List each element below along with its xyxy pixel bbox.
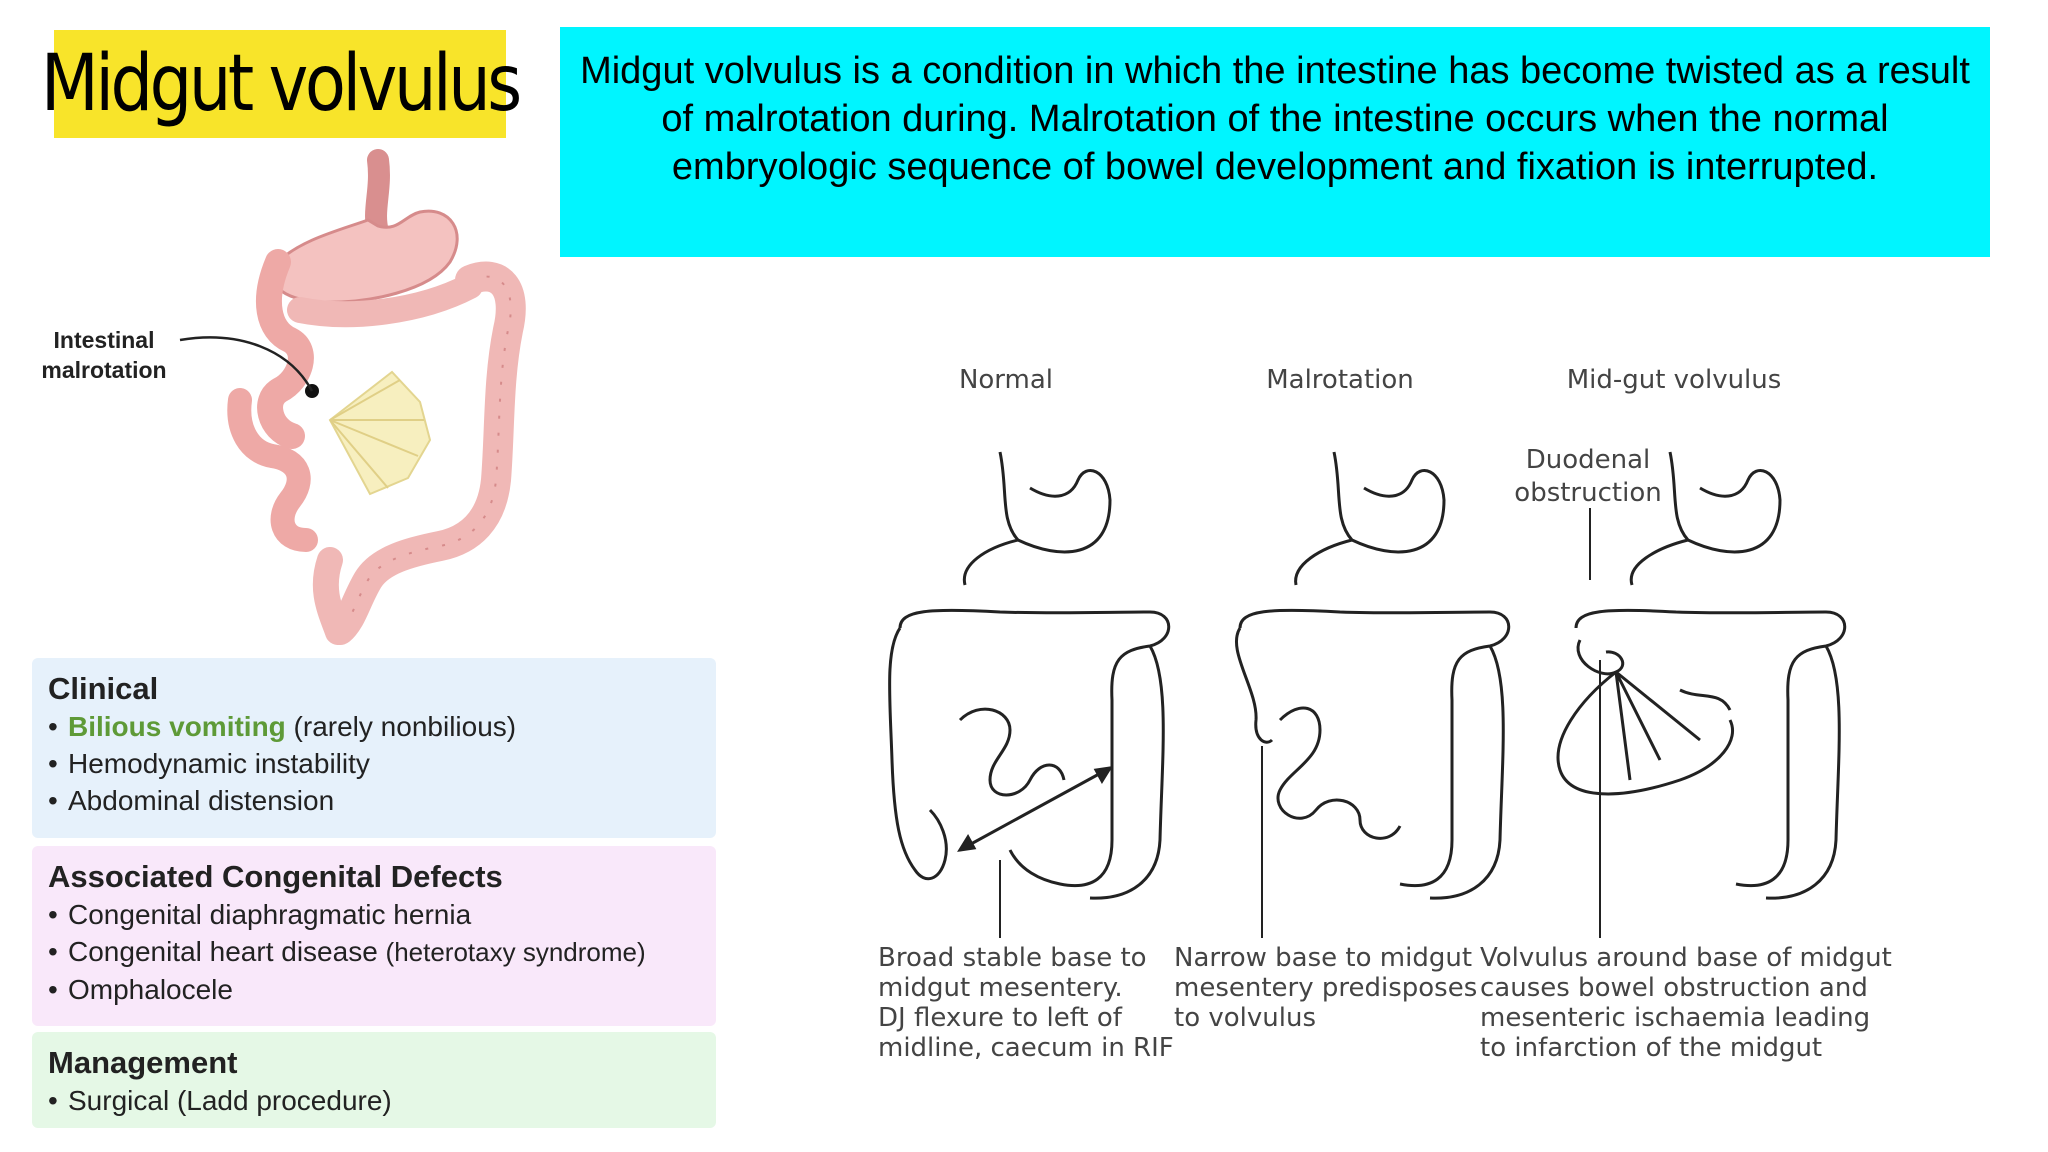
intestinal-label-line2: malrotation (41, 357, 166, 383)
bullet-icon: • (48, 899, 58, 930)
item-text: Omphalocele (68, 974, 233, 1005)
caption-malrotation-line: mesentery predisposes (1174, 973, 1477, 1003)
bullet-icon: • (48, 785, 58, 816)
item-note: (heterotaxy syndrome) (385, 937, 646, 967)
associated-defects-panel: Associated Congenital Defects • Congenita… (32, 846, 716, 1026)
caption-normal: Broad stable base to midgut mesentery. D… (878, 943, 1174, 1063)
caption-normal-line: midgut mesentery. (878, 973, 1123, 1003)
heading-malrotation: Malrotation (1266, 365, 1414, 395)
duodenal-label-line1: Duodenal (1526, 445, 1651, 475)
list-item: • Congenital diaphragmatic hernia (48, 896, 716, 933)
management-panel: Management • Surgical (Ladd procedure) (32, 1032, 716, 1128)
duodenal-label-line2: obstruction (1514, 478, 1661, 508)
management-title: Management (48, 1045, 238, 1080)
item-text: Surgical (Ladd procedure) (68, 1085, 392, 1116)
caption-normal-line: Broad stable base to (878, 943, 1147, 973)
normal-diagram (888, 451, 1171, 938)
bullet-icon: • (48, 974, 58, 1005)
page-title: Midgut volvulus (41, 39, 522, 129)
description-text: Midgut volvulus is a condition in which … (580, 50, 1970, 188)
clinical-panel: Clinical • Bilious vomiting (rarely nonbi… (32, 658, 716, 838)
caption-volvulus-line: causes bowel obstruction and (1480, 973, 1868, 1003)
list-item: • Bilious vomiting (rarely nonbilious) (48, 708, 716, 745)
caption-volvulus-line: to infarction of the midgut (1480, 1033, 1822, 1063)
caption-volvulus-line: mesenteric ischaemia leading (1480, 1003, 1870, 1033)
heading-normal: Normal (959, 365, 1053, 395)
caption-normal-line: DJ flexure to left of (878, 1003, 1123, 1033)
midgut-volvulus-diagram (1556, 451, 1847, 938)
intestinal-label-line1: Intestinal (54, 327, 155, 353)
item-text: Congenital heart disease (68, 936, 378, 967)
clinical-title: Clinical (48, 671, 159, 706)
item-text: (rarely nonbilious) (285, 711, 517, 742)
caption-volvulus-line: Volvulus around base of midgut (1480, 943, 1892, 973)
intestinal-malrotation-illustration: Intestinal malrotation (41, 149, 526, 645)
title-box: Midgut volvulus (41, 30, 522, 138)
list-item: • Omphalocele (48, 971, 716, 1008)
associated-title: Associated Congenital Defects (48, 859, 503, 894)
malrotation-diagram (1234, 451, 1511, 938)
list-item: • Surgical (Ladd procedure) (48, 1082, 716, 1119)
description-box: Midgut volvulus is a condition in which … (560, 27, 1990, 257)
item-text: Abdominal distension (68, 785, 335, 816)
bullet-icon: • (48, 748, 58, 779)
highlight-text: Bilious vomiting (68, 711, 286, 742)
caption-malrotation: Narrow base to midgut mesentery predispo… (1174, 943, 1477, 1033)
bullet-icon: • (48, 936, 58, 967)
caption-malrotation-line: Narrow base to midgut (1174, 943, 1472, 973)
caption-malrotation-line: to volvulus (1174, 1003, 1316, 1033)
list-item: • Abdominal distension (48, 782, 716, 819)
bullet-icon: • (48, 711, 58, 742)
heading-midgut-volvulus: Mid-gut volvulus (1567, 365, 1782, 395)
caption-midgut-volvulus: Volvulus around base of midgut causes bo… (1480, 943, 1892, 1063)
list-item: • Congenital heart disease (heterotaxy sy… (48, 933, 716, 971)
bullet-icon: • (48, 1085, 58, 1116)
caption-normal-line: midline, caecum in RIF (878, 1033, 1174, 1063)
item-text: Congenital diaphragmatic hernia (68, 899, 472, 930)
item-text: Hemodynamic instability (68, 748, 370, 779)
list-item: • Hemodynamic instability (48, 745, 716, 782)
